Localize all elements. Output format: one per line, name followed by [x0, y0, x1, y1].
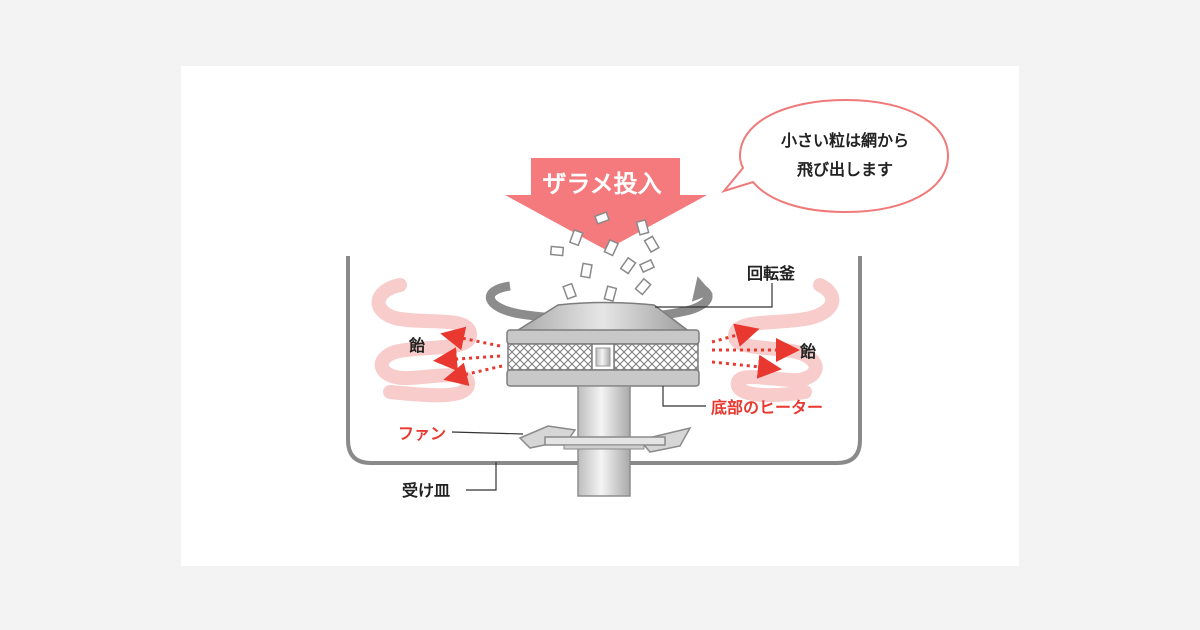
sugar-input-arrow [505, 158, 707, 250]
candy-ejection-arrows-right [711, 323, 800, 379]
tray-label: 受け皿 [402, 481, 450, 500]
spinner-mesh-left [507, 343, 593, 371]
fan-hub [544, 436, 666, 446]
speech-line-1: 小さい粒は網から [781, 131, 909, 150]
fan-label: ファン [398, 424, 446, 443]
heater-label: 底部のヒーター [711, 398, 823, 417]
sugar-granules [549, 211, 660, 302]
spinner-top-ring [506, 329, 700, 345]
leader-lines [451, 283, 773, 491]
spinner-dome [512, 301, 693, 333]
candy-ejection-arrows-left [433, 326, 503, 386]
speech-line-2: 飛び出します [796, 160, 893, 179]
candy-left-label: 飴 [408, 336, 425, 355]
sugar-input-label: ザラメ投入 [542, 170, 661, 198]
spinner-heater-ring [506, 369, 700, 387]
rotating-pot-label: 回転釜 [747, 264, 796, 283]
candy-right-label: 飴 [799, 342, 816, 361]
spinner-mesh-right [613, 343, 699, 371]
speech-bubble [721, 98, 950, 214]
